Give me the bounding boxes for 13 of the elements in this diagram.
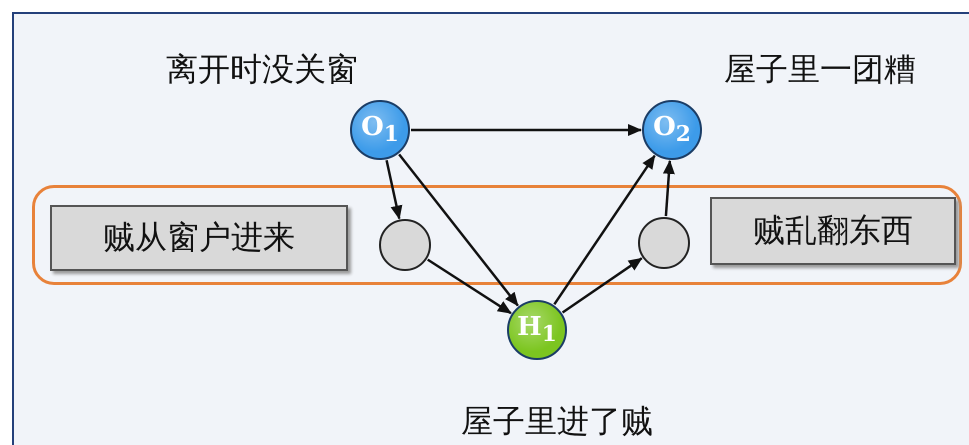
arrow (553, 154, 656, 305)
arrow (562, 257, 643, 314)
arrow (398, 154, 519, 306)
arrow (662, 160, 675, 216)
node-caption: 屋子里进了贼 (461, 401, 653, 442)
arrow (411, 124, 642, 136)
arrow (385, 160, 402, 220)
group-outline (32, 185, 962, 285)
node-caption: 屋子里一团糟 (724, 49, 916, 90)
label-box: 贼从窗户进来 (50, 205, 348, 271)
arrow (427, 258, 512, 314)
label-box: 贼乱翻东西 (710, 197, 956, 265)
node-caption: 离开时没关窗 (166, 49, 358, 90)
